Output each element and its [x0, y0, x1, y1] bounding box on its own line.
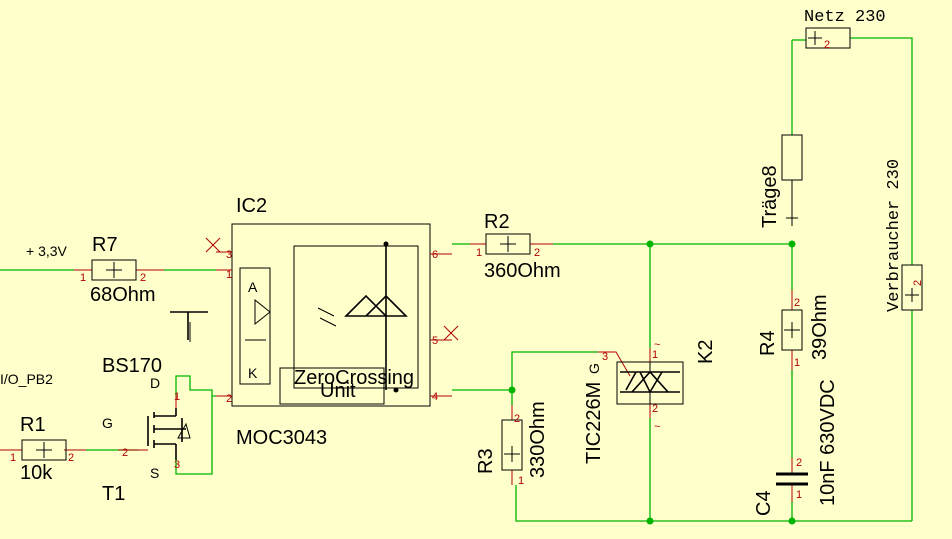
- r7-name: R7: [92, 234, 118, 256]
- junction-dot: [508, 386, 516, 394]
- pin-number: 2: [514, 413, 520, 425]
- triac-k2[interactable]: 3 1 2 ~ ~ G TIC226M K2: [583, 339, 717, 464]
- pin-number: 2: [534, 247, 540, 259]
- t1-source-label: S: [150, 465, 159, 481]
- c4-name: C4: [753, 490, 775, 516]
- pin-number: 6: [432, 249, 438, 261]
- r1-value: 10k: [20, 462, 53, 484]
- ic2-cathode-label: K: [248, 365, 258, 381]
- capacitor-c4[interactable]: 2 1 C4 10nF 630VDC: [753, 379, 839, 516]
- net-label-io-pb2: I/O_PB2: [0, 371, 53, 387]
- r4-name: R4: [757, 330, 779, 356]
- r3-name: R3: [475, 448, 497, 474]
- t1-drain-label: D: [150, 375, 160, 391]
- wire-r3-gate: [511, 351, 598, 390]
- k2-value: TIC226M: [583, 382, 605, 464]
- pin-number: 2: [226, 393, 232, 405]
- pin-number: 2: [140, 272, 146, 284]
- pin-number: 2: [796, 457, 802, 469]
- t1-value: BS170: [102, 355, 162, 377]
- pin-number: 2: [794, 297, 800, 309]
- pin-number: 1: [10, 452, 16, 464]
- ic2-anode-label: A: [248, 279, 258, 295]
- fuse-value: Träge8: [759, 165, 781, 228]
- pin-number: 1: [476, 247, 482, 259]
- wire-netz-right: [850, 37, 913, 265]
- pin-number: 1: [80, 272, 86, 284]
- junction-dot: [646, 517, 654, 525]
- pin-number: 1: [796, 489, 802, 501]
- c4-value: 10nF 630VDC: [817, 379, 839, 506]
- ic2-zc-line1: ZeroCrossing: [294, 367, 414, 389]
- pin-number: 2: [68, 452, 74, 464]
- pin-number: 4: [432, 391, 438, 403]
- verbraucher-label: Verbraucher 230: [885, 159, 904, 312]
- pin-number: 3: [174, 459, 180, 471]
- wire-r3-down: [515, 485, 912, 522]
- resistor-r1[interactable]: 1 2 R1 10k: [0, 414, 86, 484]
- pin-number: 1: [226, 269, 232, 281]
- pin-number: 2: [122, 447, 128, 459]
- k2-name: K2: [695, 340, 717, 364]
- pin-number: 2: [912, 280, 924, 286]
- junction-dot: [788, 240, 796, 248]
- r1-name: R1: [20, 414, 46, 436]
- fuse[interactable]: Träge8: [759, 134, 803, 228]
- pin-number: 1: [794, 357, 800, 369]
- ic2-name: IC2: [236, 195, 267, 217]
- ic2-value: MOC3043: [236, 427, 327, 449]
- k2-gate-label: G: [586, 363, 602, 374]
- wires: [0, 37, 913, 522]
- resistor-r4[interactable]: 2 1 R4 39Ohm: [757, 290, 831, 370]
- r2-value: 360Ohm: [484, 260, 561, 282]
- resistor-r7[interactable]: 1 2 R7 68Ohm: [74, 234, 164, 306]
- net-label-3v3: + 3,3V: [26, 243, 68, 259]
- pin-number: 3: [226, 249, 232, 261]
- optocoupler-ic2[interactable]: 3 1 2 6 5 4 A K ZeroCrossing Unit IC2 MO…: [205, 195, 459, 449]
- r4-value: 39Ohm: [809, 294, 831, 360]
- r7-value: 68Ohm: [90, 284, 156, 306]
- pin-number: 2: [824, 39, 830, 51]
- connector-netz[interactable]: 2 Netz 230: [804, 8, 886, 51]
- mosfet-t1[interactable]: 1 2 3 BS170 D G S T1: [102, 311, 208, 505]
- r3-value: 330Ohm: [527, 401, 549, 478]
- r2-name: R2: [484, 211, 510, 233]
- junction-dot: [646, 240, 654, 248]
- pin-number: 1: [518, 475, 524, 487]
- junctions: [508, 240, 796, 525]
- pin-tilde: ~: [654, 339, 660, 351]
- pin-number: 2: [652, 403, 658, 415]
- wire-t1s: [175, 396, 213, 475]
- connector-verbraucher[interactable]: 2 Verbraucher 230: [885, 159, 924, 312]
- pin-number: 1: [652, 349, 658, 361]
- ic2-zc-line2: Unit: [320, 380, 356, 402]
- pin-number: 1: [174, 391, 180, 403]
- t1-gate-label: G: [102, 415, 113, 431]
- netz-label: Netz 230: [804, 8, 886, 27]
- pin-number: 3: [602, 351, 608, 363]
- junction-dot: [788, 517, 796, 525]
- t1-name: T1: [102, 483, 125, 505]
- wire-t1d-ic2k: [175, 375, 216, 397]
- resistor-r2[interactable]: 1 2 R2 360Ohm: [470, 211, 561, 282]
- resistor-r3[interactable]: 2 1 R3 330Ohm: [475, 401, 549, 487]
- pin-number: 5: [432, 335, 438, 347]
- pin-tilde: ~: [654, 421, 660, 433]
